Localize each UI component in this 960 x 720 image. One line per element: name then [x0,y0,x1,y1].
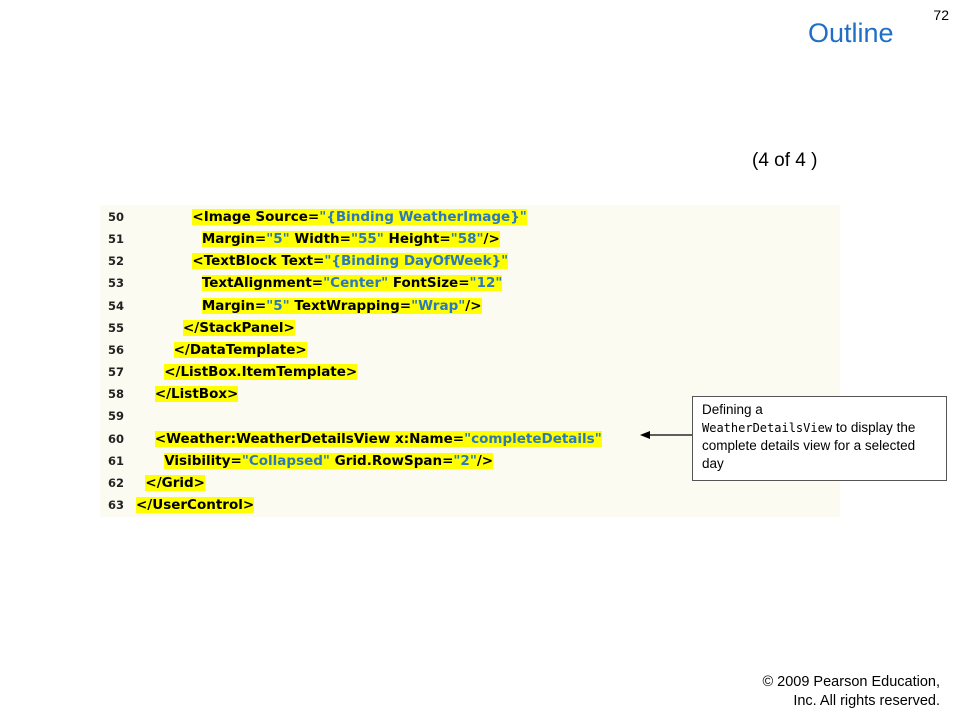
code-listing: 50 <Image Source="{Binding WeatherImage}… [100,205,840,517]
attribute-value: "{Binding DayOfWeek}" [324,253,509,270]
attribute-value: "Collapsed" [241,452,330,469]
code-token: /> [476,452,494,469]
slide-counter: (4 of 4 ) [752,150,818,171]
attribute-value: "5" [266,231,290,248]
code-token: <Image Source= [192,209,320,225]
code-text: Margin="5" Width="55" Height="58"/> [136,228,500,250]
callout-prefix: Defining a [702,402,763,417]
code-token: TextAlignment= [201,275,324,292]
code-token: FontSize= [388,275,470,292]
code-token: </Grid> [145,474,205,491]
code-token: Margin= [201,297,267,314]
code-text: </DataTemplate> [136,339,307,361]
code-text: </ListBox> [136,383,239,405]
attribute-value: "Center" [323,275,389,292]
copyright-line-1: © 2009 Pearson Education, [762,674,940,690]
code-token: </UserControl> [136,496,255,513]
code-text: Margin="5" TextWrapping="Wrap"/> [136,295,482,317]
page-title: Outline [808,18,894,48]
code-text: </Grid> [136,472,205,494]
code-token: Margin= [201,231,267,248]
copyright: © 2009 Pearson Education, Inc. All right… [762,673,940,711]
attribute-value: "5" [266,297,290,314]
code-text: <Image Source="{Binding WeatherImage}" [136,206,527,228]
line-number: 55 [107,320,124,335]
callout-box: Defining a WeatherDetailsView to display… [692,396,947,481]
line-number: 60 [107,431,124,446]
line-number: 51 [107,232,124,247]
code-token: <TextBlock Text= [192,253,325,270]
code-token: </ListBox> [154,386,239,403]
line-number: 62 [107,475,124,490]
attribute-value: "58" [450,231,484,248]
line-number: 57 [107,365,124,380]
line-number: 58 [107,387,124,402]
code-token: TextWrapping= [289,297,412,314]
code-token: <Weather:WeatherDetailsView x:Name= [154,430,465,447]
code-text: </ListBox.ItemTemplate> [136,361,358,383]
attribute-value: "2" [453,452,477,469]
code-text: TextAlignment="Center" FontSize="12" [136,272,503,294]
line-number: 59 [107,409,124,424]
code-text: Visibility="Collapsed" Grid.RowSpan="2"/… [136,450,494,472]
line-number: 50 [107,210,124,224]
line-number: 56 [107,342,124,357]
code-text: <TextBlock Text="{Binding DayOfWeek}" [136,250,509,272]
code-text: <Weather:WeatherDetailsView x:Name="comp… [136,428,602,450]
copyright-line-2: Inc. All rights reserved. [793,693,940,709]
attribute-value: "completeDetails" [464,430,602,447]
callout-suffix: to display the complete details view for… [702,419,916,471]
line-number: 53 [107,276,124,291]
code-token: </StackPanel> [183,319,295,336]
attribute-value: "12" [469,275,503,292]
page-number: 72 [933,7,949,23]
code-token: </ListBox.ItemTemplate> [164,364,358,381]
attribute-value: "55" [350,231,384,248]
code-token: </DataTemplate> [173,341,307,358]
line-number: 54 [107,298,124,313]
line-number: 52 [107,254,124,269]
code-token: Visibility= [164,452,242,469]
code-text: </StackPanel> [136,317,295,339]
code-token: /> [483,231,500,248]
attribute-value: "Wrap" [411,297,466,314]
line-number: 61 [107,453,124,468]
code-text: </UserControl> [136,494,255,516]
code-token: Height= [383,231,451,248]
callout-arrow-icon [640,431,692,439]
attribute-value: "{Binding WeatherImage}" [319,209,527,225]
code-token: Grid.RowSpan= [329,452,454,469]
line-number: 63 [107,497,124,512]
code-token: /> [465,297,482,314]
code-token: Width= [289,231,351,248]
callout-code-term: WeatherDetailsView [702,420,833,435]
